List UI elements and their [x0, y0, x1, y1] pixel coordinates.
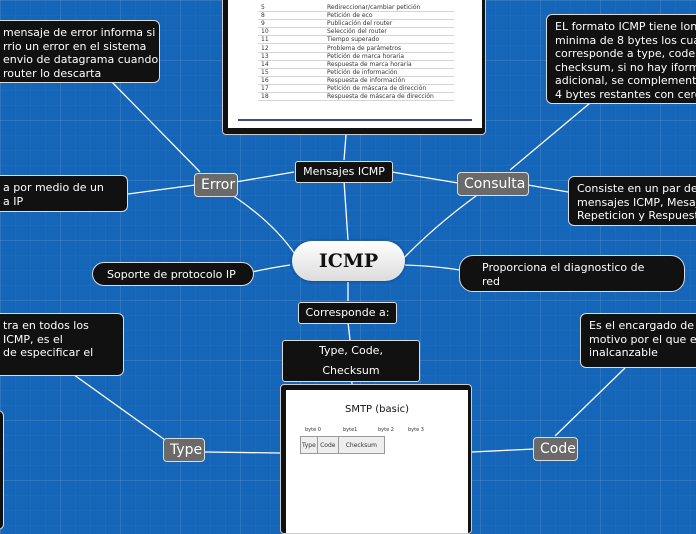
- text-line: a por medio de un: [3, 181, 104, 194]
- smtp-cell-code: Code: [316, 436, 339, 454]
- code-number: 12: [258, 43, 324, 53]
- text-line: inalcanzable: [589, 346, 658, 359]
- code-number: 18: [258, 92, 324, 102]
- code-meaning: Publicación del router: [324, 19, 454, 29]
- code-meaning: Redireccionar/cambiar petición: [324, 4, 454, 13]
- smtp-header-image: SMTP (basic) byte 0 byte1 byte 2 byte 3 …: [280, 384, 472, 534]
- text-line: adicional, se complementa: [555, 74, 696, 87]
- code-number: 15: [258, 68, 324, 77]
- code-meaning: Respuesta de información: [324, 76, 454, 85]
- code-number: 5: [258, 4, 324, 13]
- code-meaning: Respuesta de marca horaria: [324, 60, 454, 69]
- text-line: tra en todos los: [3, 319, 89, 332]
- text-line: 4 bytes restantes con cero: [555, 87, 696, 101]
- partial-node-left[interactable]: [0, 410, 4, 530]
- consiste-description[interactable]: Consiste en un par de mensajes ICMP, Mes…: [568, 176, 696, 226]
- byte-label: byte 0: [305, 427, 321, 433]
- code-meaning: Respuesta de máscara de dirección: [324, 92, 454, 102]
- code-number: 13: [258, 52, 324, 61]
- text-line: Consiste en un par de: [577, 182, 696, 195]
- byte-label: byte 2: [378, 427, 394, 433]
- corresponde-node[interactable]: Corresponde a:: [298, 302, 397, 324]
- ip-description[interactable]: a por medio de un a IP: [0, 175, 128, 212]
- code-meaning: Tiempo superado: [324, 35, 454, 45]
- branch-consulta[interactable]: Consulta: [457, 172, 529, 196]
- text-line: de especificar el: [3, 346, 94, 359]
- soporte-protocolo-node[interactable]: Soporte de protocolo IP: [92, 262, 254, 286]
- diagnostico-node[interactable]: Proporciona el diagnostico de red: [459, 255, 685, 292]
- text-line: mensajes ICMP, Mesaj: [577, 195, 696, 209]
- code-meaning: Selección del router: [324, 27, 454, 37]
- code-number: 14: [258, 60, 324, 69]
- text-line: Proporciona el diagnostico de: [482, 261, 645, 274]
- byte-label: byte 3: [408, 427, 424, 433]
- smtp-cell-checksum: Checksum: [337, 436, 385, 454]
- code-number: 10: [258, 27, 324, 37]
- branch-type[interactable]: Type: [163, 438, 205, 462]
- mensajes-icmp-node[interactable]: Mensajes ICMP: [295, 161, 393, 183]
- text-line: a IP: [3, 194, 24, 208]
- text-line: envio de datagrama cuando: [3, 53, 159, 66]
- text-line: minima de 8 bytes los cua: [555, 33, 696, 47]
- text-line: mensaje de error informa si: [3, 26, 156, 39]
- code-number: 8: [258, 11, 324, 21]
- text-line: rrio un error en el sistema: [3, 39, 147, 53]
- text-line: ICMP, es el: [3, 332, 63, 346]
- text-line: red: [482, 274, 501, 288]
- formato-description[interactable]: EL formato ICMP tiene lon minima de 8 by…: [546, 14, 696, 104]
- code-meaning: Petición de eco: [324, 11, 454, 21]
- smtp-fields-table: Type Code Checksum: [300, 436, 385, 454]
- text-line: checksum, si no hay iform: [555, 60, 696, 74]
- text-line: EL formato ICMP tiene lon: [555, 20, 696, 33]
- code-number: 17: [258, 84, 324, 94]
- text-line: motivo por el que e: [589, 332, 696, 346]
- code-meaning: Problema de parámetros: [324, 43, 454, 53]
- code-meaning: Petición de marca horaria: [324, 52, 454, 61]
- text-line: router lo descarta: [3, 66, 102, 80]
- code-description[interactable]: Es el encargado de motivo por el que e i…: [580, 313, 696, 368]
- branch-code[interactable]: Code: [533, 437, 578, 461]
- type-code-checksum-node[interactable]: Type, Code, Checksum: [282, 340, 420, 382]
- code-meaning: Petición de información: [324, 68, 454, 77]
- error-description[interactable]: mensaje de error informa si rrio un erro…: [0, 20, 160, 83]
- branch-error[interactable]: Error: [194, 173, 238, 197]
- smtp-title: SMTP (basic): [344, 404, 410, 415]
- text-line: Es el encargado de: [589, 319, 695, 332]
- text-line: Repeticion y Respuest: [577, 209, 696, 222]
- connector-lines: [69, 79, 626, 454]
- code-meaning: Petición de máscara de dirección: [324, 84, 454, 94]
- code-number: 11: [258, 35, 324, 45]
- byte-label: byte1: [343, 427, 358, 433]
- smtp-cell-type: Type: [300, 436, 318, 454]
- type-description[interactable]: tra en todos los ICMP, es el de especifi…: [0, 313, 124, 376]
- code-number: 16: [258, 76, 324, 85]
- text-line: corresponde a type, code: [555, 47, 696, 60]
- central-topic[interactable]: ICMP: [292, 241, 405, 281]
- code-number: 9: [258, 19, 324, 29]
